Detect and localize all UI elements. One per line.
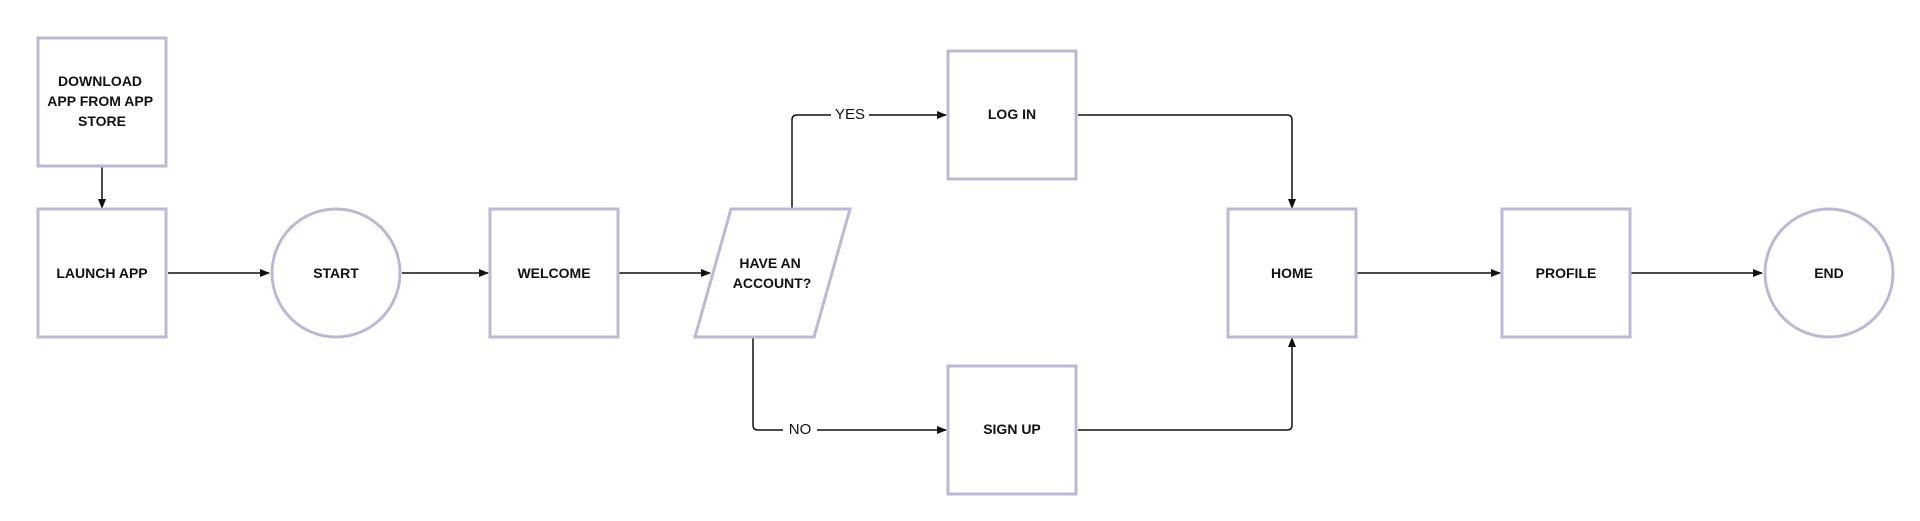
node-start: START	[270, 207, 402, 339]
node-download-box	[36, 36, 168, 168]
node-account-label: HAVE AN ACCOUNT?	[733, 255, 812, 291]
node-download-label: DOWNLOAD APP FROM APP STORE	[47, 73, 156, 129]
node-home-label: HOME	[1271, 265, 1313, 281]
node-signup-box	[946, 364, 1078, 496]
node-start-circle	[270, 207, 402, 339]
node-welcome-box	[488, 207, 620, 339]
node-signup-label: SIGN UP	[983, 421, 1041, 437]
node-launch-label: LAUNCH APP	[56, 265, 147, 281]
node-signup: SIGN UP	[946, 364, 1078, 496]
nodes-layer: DOWNLOAD APP FROM APP STORE LAUNCH APP S…	[36, 36, 1895, 496]
edge-label-no: NO	[789, 421, 812, 438]
node-login-label: LOG IN	[988, 106, 1036, 122]
node-launch: LAUNCH APP	[36, 207, 168, 339]
node-account: HAVE AN ACCOUNT?	[693, 207, 852, 339]
node-home: HOME	[1226, 207, 1358, 339]
node-end-circle	[1763, 207, 1895, 339]
edge-label-bg-no	[783, 419, 817, 441]
edge-label-bg-yes	[831, 104, 869, 126]
node-start-label: START	[313, 265, 359, 281]
edge-account-to-login: YES	[791, 104, 947, 209]
edge-signup-to-home	[1078, 337, 1296, 431]
node-download: DOWNLOAD APP FROM APP STORE	[36, 36, 168, 168]
node-account-parallelogram	[693, 207, 852, 339]
node-login-box	[946, 49, 1078, 181]
node-launch-box	[36, 207, 168, 339]
node-login: LOG IN	[946, 49, 1078, 181]
node-profile: PROFILE	[1500, 207, 1632, 339]
node-end: END	[1763, 207, 1895, 339]
edge-label-yes: YES	[835, 106, 865, 123]
node-profile-label: PROFILE	[1536, 265, 1597, 281]
edges-layer: YES NO	[98, 104, 1763, 441]
node-end-label: END	[1814, 265, 1844, 281]
node-profile-box	[1500, 207, 1632, 339]
edge-account-to-signup: NO	[752, 338, 947, 441]
node-welcome-label: WELCOME	[517, 265, 590, 281]
edge-login-to-home	[1078, 114, 1296, 209]
node-home-box	[1226, 207, 1358, 339]
node-welcome: WELCOME	[488, 207, 620, 339]
